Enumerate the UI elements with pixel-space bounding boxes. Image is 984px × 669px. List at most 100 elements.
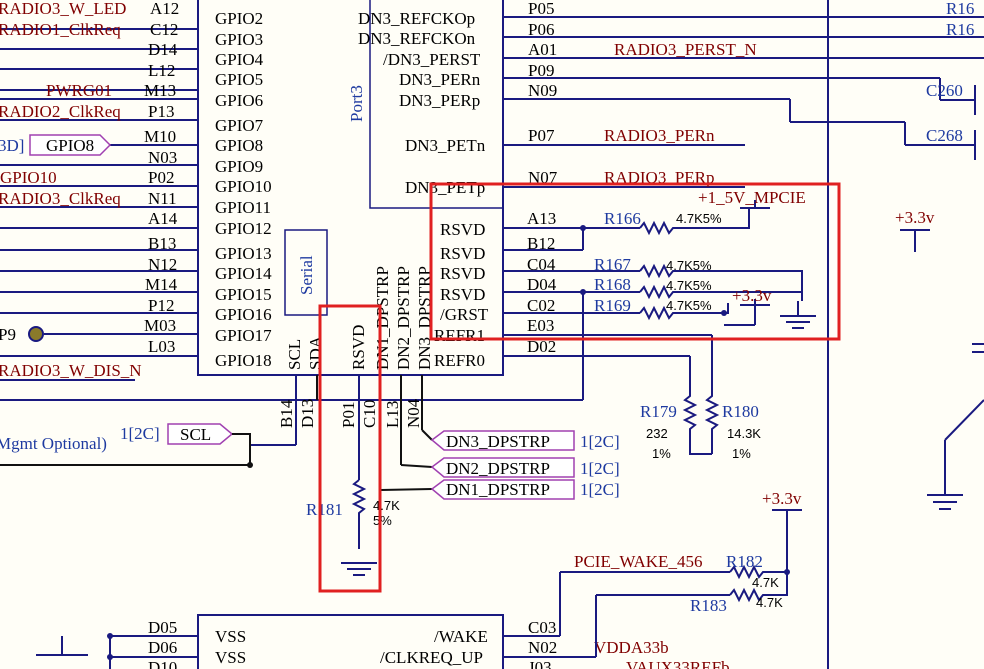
net-label: VAUX33REFb bbox=[626, 658, 730, 669]
pad-number: N09 bbox=[528, 81, 557, 100]
resistor-ref: R180 bbox=[722, 402, 759, 421]
resistor-ref: R167 bbox=[594, 255, 631, 274]
highlight-box-rsvd bbox=[318, 304, 382, 593]
junction-dot bbox=[784, 569, 790, 575]
pad-number: A14 bbox=[148, 209, 178, 228]
misc-pin: RSVD bbox=[440, 264, 485, 283]
bottom-ic: VSS VSS /WAKE /CLKREQ_UP D05 D06 D10 C03… bbox=[36, 489, 802, 669]
connector-dot-icon bbox=[28, 326, 44, 342]
dpstrp-ref: 1[2C] bbox=[580, 432, 620, 451]
pad-number: M03 bbox=[144, 316, 176, 335]
resistor-value: 4.7K5% bbox=[666, 298, 712, 313]
capacitor-ref: C268 bbox=[926, 126, 963, 145]
right-rail: +3.3v bbox=[895, 208, 984, 510]
gpio-pin: GPIO13 bbox=[215, 244, 272, 263]
vertical-pin: DN1_DPSTRP bbox=[373, 266, 392, 370]
pin-label: VSS bbox=[215, 627, 246, 646]
pad-number: P12 bbox=[148, 296, 174, 315]
dpstrp-label: DN3_DPSTRP bbox=[446, 432, 550, 451]
pad-number: N03 bbox=[148, 148, 177, 167]
pad-number: A13 bbox=[527, 209, 556, 228]
pad-number: M10 bbox=[144, 127, 176, 146]
pad-number: D06 bbox=[148, 638, 177, 657]
pin-label: /WAKE bbox=[434, 627, 488, 646]
resistor-ref: R168 bbox=[594, 275, 631, 294]
resistor-ref: R179 bbox=[640, 402, 677, 421]
pad-number: L12 bbox=[148, 61, 175, 80]
gpio-pin: GPIO2 bbox=[215, 9, 263, 28]
gpio-pin: GPIO9 bbox=[215, 157, 263, 176]
pad-number: L13 bbox=[383, 401, 402, 428]
pad-number: B13 bbox=[148, 234, 176, 253]
gpio8-port-label: GPIO8 bbox=[46, 136, 94, 155]
misc-pin-group: RSVD RSVD RSVD RSVD /GRST REFR1 REFR0 A1… bbox=[0, 209, 712, 401]
pad-number: J03 bbox=[528, 658, 552, 669]
vertical-pin-group: SCL SDA RSVD DN1_DPSTRP DN2_DPSTRP DN3_D… bbox=[0, 266, 620, 576]
highlight-box-refr bbox=[429, 182, 841, 341]
net-label: RADIO1_ClkReq bbox=[0, 20, 121, 39]
serial-label: Serial bbox=[297, 255, 316, 295]
pin-label: /CLKREQ_UP bbox=[380, 648, 483, 667]
net-label: RADIO2_ClkReq bbox=[0, 102, 121, 121]
pad-number: B12 bbox=[527, 234, 555, 253]
resistor-ref: R182 bbox=[726, 552, 763, 571]
resistor-ref: R183 bbox=[690, 596, 727, 615]
gpio8-prefix: 3D] bbox=[0, 136, 24, 155]
pad-number: D05 bbox=[148, 618, 177, 637]
ref-label: R16 bbox=[946, 0, 974, 18]
misc-pin: REFR0 bbox=[434, 351, 485, 370]
ground-icon bbox=[341, 562, 377, 576]
pad-number: P02 bbox=[148, 168, 174, 187]
pad-number: A01 bbox=[528, 40, 557, 59]
pad-number: P07 bbox=[528, 126, 555, 145]
rail-label: +1_5V_MPCIE bbox=[698, 188, 806, 207]
junction-dot bbox=[580, 225, 586, 231]
gpio8-port-shape bbox=[29, 134, 112, 156]
gpio-pin: GPIO16 bbox=[215, 305, 272, 324]
pad-number: D10 bbox=[148, 658, 177, 669]
left-pin-group: GPIO2 GPIO3 GPIO4 GPIO5 GPIO6 GPIO7 GPIO… bbox=[0, 0, 272, 381]
dpstrp-label: DN1_DPSTRP bbox=[446, 480, 550, 499]
vertical-pin: SCL bbox=[285, 339, 304, 370]
port3-pin: DN3_PETp bbox=[405, 178, 485, 197]
net-label: PCIE_WAKE_456 bbox=[574, 552, 702, 571]
pad-number: N04 bbox=[404, 398, 423, 428]
pad-number: B14 bbox=[277, 399, 296, 428]
pad-number: D13 bbox=[298, 399, 317, 428]
rail-label: +3.3v bbox=[732, 286, 772, 305]
junction-dot bbox=[107, 654, 113, 660]
net-label: PWRG01 bbox=[46, 81, 112, 100]
gpio-pin: GPIO12 bbox=[215, 219, 272, 238]
gpio-pin: GPIO4 bbox=[215, 50, 264, 69]
gpio-pin: GPIO10 bbox=[215, 177, 272, 196]
pad-number: D04 bbox=[527, 275, 557, 294]
gpio-pin: GPIO8 bbox=[215, 136, 263, 155]
junction-dot bbox=[580, 289, 586, 295]
resistor-ref: R181 bbox=[306, 500, 343, 519]
right-pin-group: DN3_REFCKOp DN3_REFCKOn /DN3_PERST DN3_P… bbox=[358, 0, 984, 669]
vertical-pin: DN2_DPSTRP bbox=[394, 266, 413, 370]
net-label: RADIO3_PERp bbox=[604, 168, 715, 187]
net-label: RADIO3_W_DIS_N bbox=[0, 361, 142, 380]
pad-number: M14 bbox=[145, 275, 178, 294]
vertical-pin: RSVD bbox=[349, 325, 368, 370]
pad-number: P13 bbox=[148, 102, 174, 121]
pad-number: C04 bbox=[527, 255, 556, 274]
port3-label: Port3 bbox=[347, 85, 366, 122]
pad-number: M13 bbox=[144, 81, 176, 100]
scl-ref: 1[2C] bbox=[120, 424, 160, 443]
ground-icon bbox=[780, 315, 816, 329]
pad-number: L03 bbox=[148, 337, 175, 356]
pad-number: P09 bbox=[528, 61, 554, 80]
pad-number: N11 bbox=[148, 189, 177, 208]
resistor-ref: R169 bbox=[594, 296, 631, 315]
pad-number: C03 bbox=[528, 618, 556, 637]
mgmt-label: Mgmt Optional) bbox=[0, 434, 107, 453]
pad-number: N02 bbox=[528, 638, 557, 657]
resistor-value: 4.7K bbox=[752, 575, 779, 590]
junction-dot bbox=[107, 633, 113, 639]
net-label: RADIO3_PERST_N bbox=[614, 40, 757, 59]
resistor-tolerance: 1% bbox=[732, 446, 751, 461]
port3-pin: DN3_PERp bbox=[399, 91, 480, 110]
